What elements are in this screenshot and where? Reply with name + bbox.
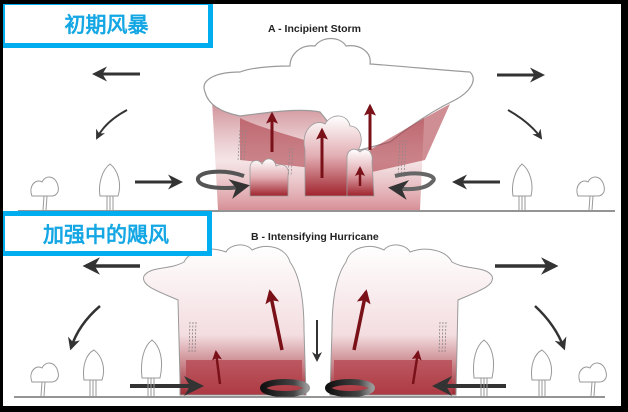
tree (512, 163, 533, 197)
tree (83, 349, 105, 381)
updraft-arrow (352, 289, 371, 351)
descending-arrow-right (507, 109, 543, 140)
tree (141, 339, 163, 379)
panel-b-title: B - Intensifying Hurricane (251, 231, 379, 243)
tree (576, 176, 605, 197)
tree (578, 362, 607, 383)
eyewall-left (143, 244, 307, 396)
descending-arrow-left (68, 305, 101, 351)
panel-a-illustration (18, 37, 615, 212)
descending-arrow-left (96, 109, 128, 140)
trees-a (30, 163, 605, 211)
descending-arrow-right (534, 305, 567, 351)
panel-b-chinese-label: 加强中的飓风 (3, 211, 212, 256)
panel-a-chinese-label: 初期风暴 (3, 4, 213, 48)
updraft-arrow (411, 350, 422, 385)
panel-b-illustration (14, 244, 607, 398)
updraft-arrow (212, 350, 222, 385)
rotation-ring-right (325, 379, 375, 397)
rotation-arrow-a-left (196, 169, 250, 199)
tree (30, 176, 59, 197)
eyewall-right (329, 244, 493, 396)
tree (473, 339, 495, 379)
storm-diagram (14, 37, 615, 398)
rotation-ring-left (260, 379, 310, 397)
tree (531, 349, 553, 381)
updraft-arrow (265, 289, 284, 351)
panel-a-title: A - Incipient Storm (268, 23, 361, 35)
anvil-cloud-a (203, 37, 474, 151)
cell-a-left (249, 158, 289, 197)
rotation-arrow-a-right (388, 171, 436, 200)
trees-b (30, 339, 607, 397)
tree (30, 362, 59, 383)
tree (99, 163, 121, 197)
rain-streaks-b (188, 321, 447, 353)
diagram-frame: A - Incipient Storm B - Intensifying Hur… (3, 4, 621, 406)
rain-streaks-a (237, 129, 407, 179)
